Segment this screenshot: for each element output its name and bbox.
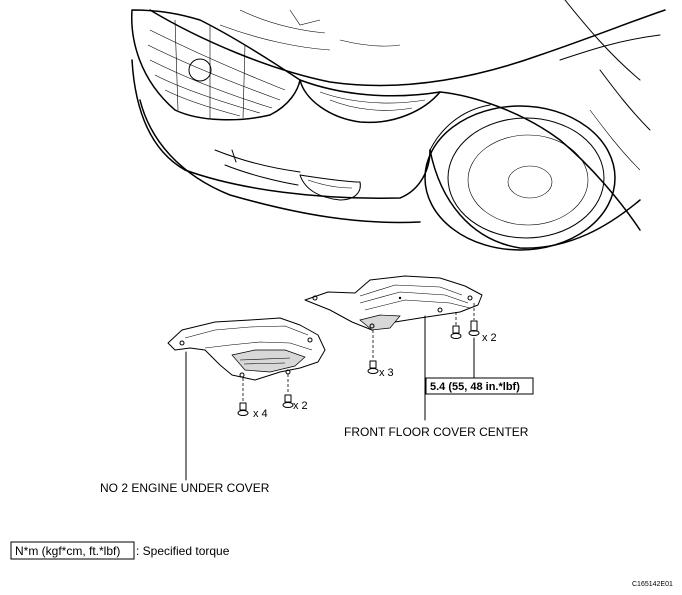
leader-lines: [185, 315, 475, 481]
front-floor-cover-center-label: FRONT FLOOR COVER CENTER: [344, 425, 529, 439]
bolt-icon: [468, 320, 480, 336]
quantity-label-x2-left: x 2: [293, 400, 308, 412]
vehicle-front-illustration: [131, 0, 666, 251]
bolt-icon: [237, 402, 249, 416]
legend-unit: N*m (kgf*cm, ft.*lbf): [15, 544, 120, 558]
torque-callout-value: 5.4 (55, 48 in.*lbf): [430, 381, 520, 393]
bolt-icon: [367, 360, 379, 374]
no2-engine-under-cover-label: NO 2 ENGINE UNDER COVER: [100, 481, 270, 495]
quantity-label-x4: x 4: [253, 408, 268, 420]
clip-icon: [450, 325, 462, 339]
no2-engine-under-cover-part: [167, 317, 326, 381]
front-floor-cover-center-part: [304, 275, 483, 331]
legend-description: : Specified torque: [136, 544, 230, 558]
torque-callout-box: [425, 377, 534, 395]
figure-code: C165142E01: [632, 581, 673, 588]
clip-icon: [282, 394, 294, 408]
quantity-label-x2-right: x 2: [482, 332, 497, 344]
quantity-label-x3: x 3: [379, 367, 394, 379]
legend-unit-box: [10, 541, 135, 560]
fasteners: [237, 303, 480, 416]
